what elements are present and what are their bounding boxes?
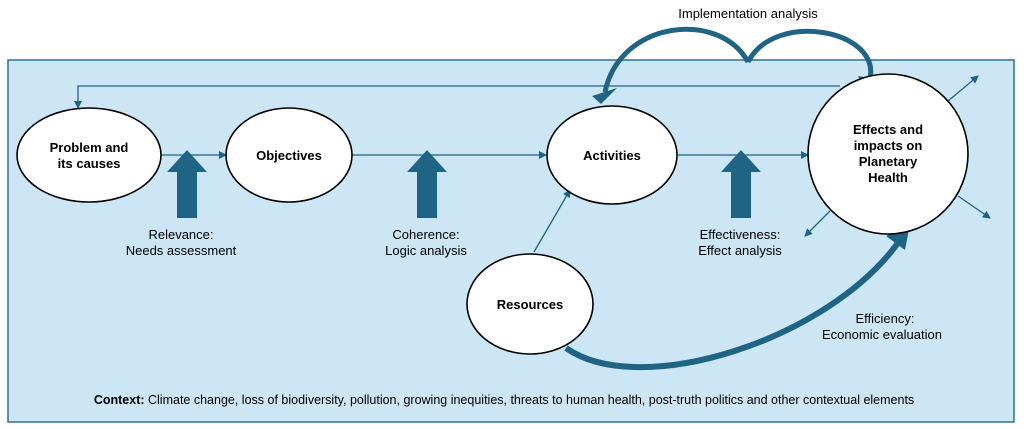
node-activities: Activities xyxy=(546,105,678,205)
node-resources: Resources xyxy=(466,253,594,355)
node-effects: Effects and impacts on Planetary Health xyxy=(807,73,969,235)
relevance-label: Relevance: xyxy=(148,227,213,242)
coherence-sublabel: Logic analysis xyxy=(385,243,467,258)
impact-arrow-right xyxy=(957,195,991,219)
efficiency-label: Efficiency: xyxy=(855,311,914,326)
node-problem: Problem and its causes xyxy=(16,107,162,203)
effectiveness-block-arrow xyxy=(721,150,761,218)
effectiveness-label: Effectiveness: xyxy=(700,227,781,242)
node-effects-line-4: Health xyxy=(868,170,908,185)
node-objectives: Objectives xyxy=(225,107,353,203)
context-text: Context: Climate change, loss of biodive… xyxy=(94,393,914,407)
node-activities-label: Activities xyxy=(583,148,641,163)
node-problem-line-2: its causes xyxy=(58,156,121,171)
node-problem-line-1: Problem and xyxy=(50,140,129,155)
efficiency-sublabel: Economic evaluation xyxy=(822,327,942,342)
context-body: Climate change, loss of biodiversity, po… xyxy=(145,393,915,407)
feedback-arrow xyxy=(74,85,840,109)
node-objectives-label: Objectives xyxy=(256,148,322,163)
coherence-label: Coherence: xyxy=(392,227,459,242)
coherence-block-arrow xyxy=(407,150,447,218)
node-effects-line-2: impacts on xyxy=(854,138,923,153)
implementation-label: Implementation analysis xyxy=(678,6,818,21)
relevance-block-arrow xyxy=(167,150,207,218)
node-effects-line-1: Effects and xyxy=(853,122,923,137)
node-resources-label: Resources xyxy=(497,297,563,312)
node-effects-line-3: Planetary xyxy=(859,154,918,169)
effectiveness-sublabel: Effect analysis xyxy=(698,243,782,258)
implementation-arrowhead-left xyxy=(592,88,617,104)
impact-arrow-left xyxy=(804,210,831,237)
impact-arrow-up xyxy=(947,75,979,102)
relevance-sublabel: Needs assessment xyxy=(126,243,237,258)
context-label: Context: xyxy=(94,393,145,407)
resources-to-activities-arrow xyxy=(533,189,571,253)
